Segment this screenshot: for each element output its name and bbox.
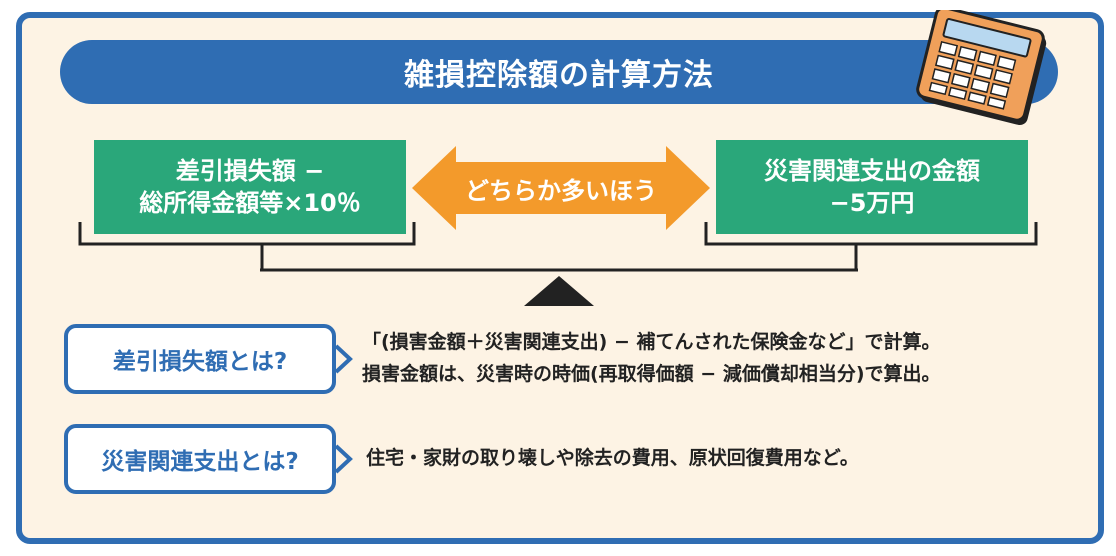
page-title: 雑損控除額の計算方法 [404, 58, 714, 93]
right-formula-box: 災害関連支出の金額 −5万円 [716, 140, 1028, 234]
calculator-icon [916, 10, 1047, 126]
description-loss: 「(損害金額＋災害関連支出) − 補てんされた保険金など」で計算。 損害金額は、… [362, 326, 941, 391]
description-loss-line1: 「(損害金額＋災害関連支出) − 補てんされた保険金など」で計算。 [362, 331, 941, 353]
question-box-loss: 差引損失額とは? [64, 324, 336, 394]
right-formula-line1: 災害関連支出の金額 [764, 156, 980, 185]
left-formula-line2: 総所得金額等×10％ [139, 189, 361, 217]
arrow-label: どちらか多いほう [465, 176, 657, 205]
title-banner: 雑損控除額の計算方法 [60, 40, 1058, 104]
question-label-disaster: 災害関連支出とは? [101, 449, 299, 475]
left-formula-line1: 差引損失額 − [175, 156, 325, 185]
left-formula-box: 差引損失額 − 総所得金額等×10％ [94, 140, 406, 234]
description-disaster-line1: 住宅・家財の取り壊しや除去の費用、原状回復費用など。 [366, 447, 859, 469]
description-loss-line2: 損害金額は、災害時の時価(再取得価額 − 減価償却相当分)で算出。 [362, 363, 941, 386]
chevron-right-icon [334, 344, 353, 374]
right-formula-line2: −5万円 [829, 189, 915, 217]
description-disaster: 住宅・家財の取り壊しや除去の費用、原状回復費用など。 [366, 442, 859, 474]
double-arrow-icon [412, 146, 710, 230]
chevron-right-icon [334, 444, 353, 474]
question-box-disaster: 災害関連支出とは? [64, 424, 336, 494]
question-label-loss: 差引損失額とは? [112, 349, 288, 375]
